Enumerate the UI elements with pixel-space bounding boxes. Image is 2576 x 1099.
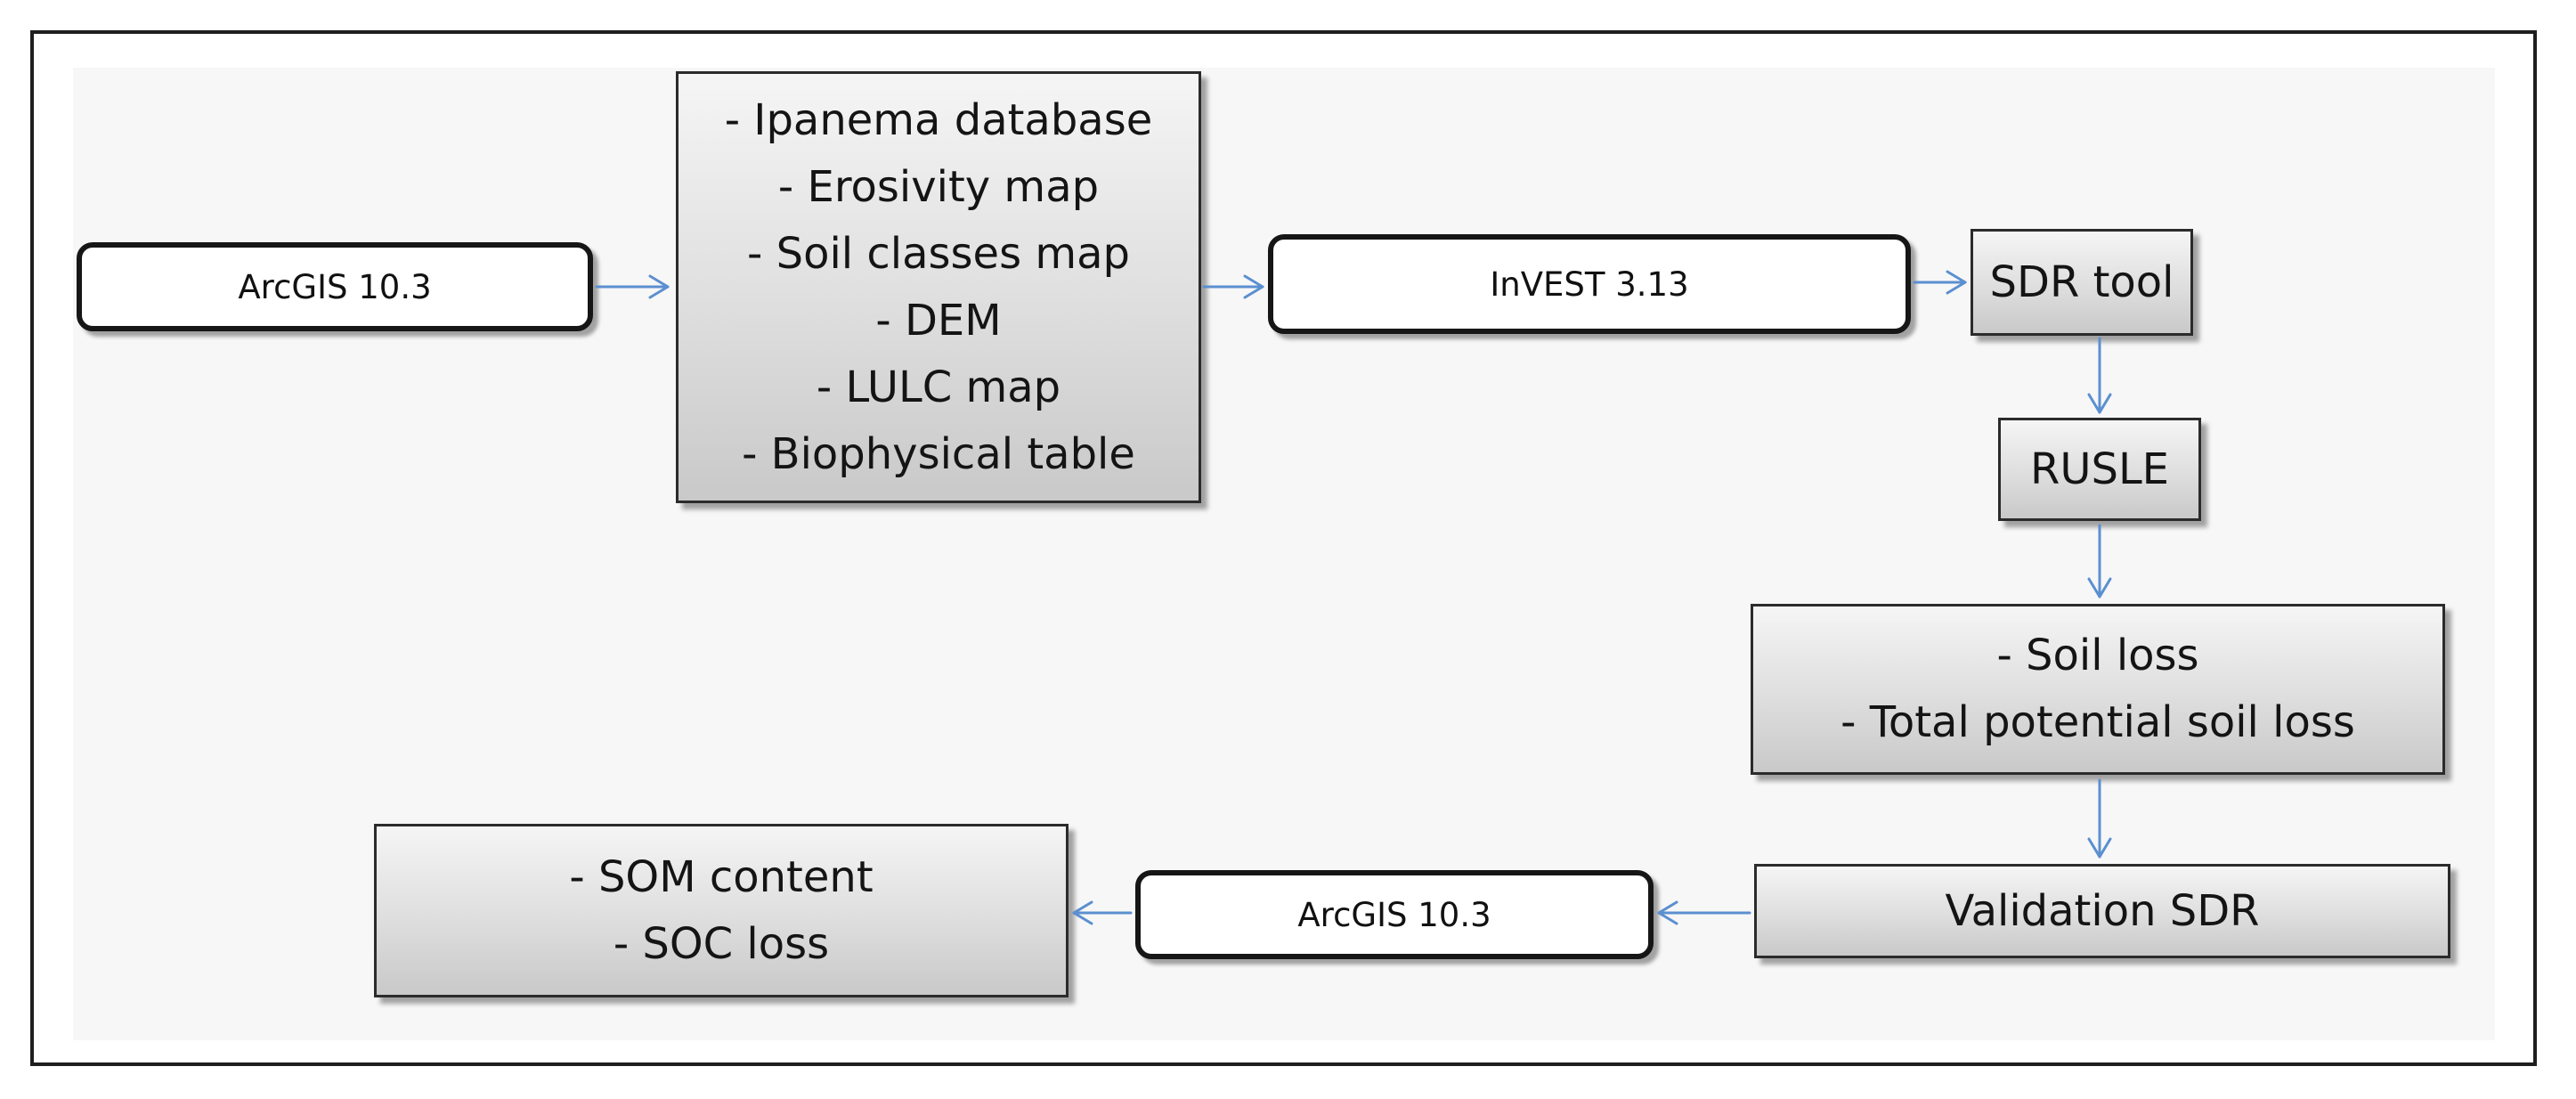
soil-loss-node: - Soil loss - Total potential soil loss	[1751, 604, 2445, 775]
inputs-item: - Biophysical table	[742, 428, 1135, 479]
inputs-item: - LULC map	[816, 362, 1061, 412]
arcgis-bottom-label: ArcGIS 10.3	[1167, 886, 1621, 943]
soil-loss-item: - Total potential soil loss	[1841, 697, 2355, 747]
inputs-node: - Ipanema database - Erosivity map - Soi…	[676, 71, 1201, 503]
inputs-item: - Ipanema database	[724, 94, 1153, 145]
sdr-tool-label: SDR tool	[1989, 256, 2174, 307]
rusle-label: RUSLE	[2029, 444, 2170, 494]
som-outputs-item: - SOC loss	[613, 918, 830, 969]
arcgis-top-label: ArcGIS 10.3	[109, 258, 561, 315]
rusle-node: RUSLE	[1998, 418, 2201, 521]
inputs-item: - DEM	[875, 295, 1002, 346]
invest-node: InVEST 3.13	[1268, 234, 1911, 334]
validation-sdr-node: Validation SDR	[1754, 864, 2450, 958]
arcgis-bottom-node: ArcGIS 10.3	[1135, 870, 1654, 959]
validation-sdr-label: Validation SDR	[1945, 885, 2260, 936]
som-outputs-item: - SOM content	[569, 851, 874, 902]
arcgis-top-node: ArcGIS 10.3	[77, 242, 593, 331]
sdr-tool-node: SDR tool	[1971, 229, 2193, 336]
soil-loss-item: - Soil loss	[1996, 631, 2199, 680]
som-outputs-node: - SOM content - SOC loss	[374, 824, 1069, 997]
invest-label: InVEST 3.13	[1300, 250, 1879, 318]
inputs-item: - Soil classes map	[747, 228, 1130, 279]
inputs-item: - Erosivity map	[777, 161, 1100, 212]
